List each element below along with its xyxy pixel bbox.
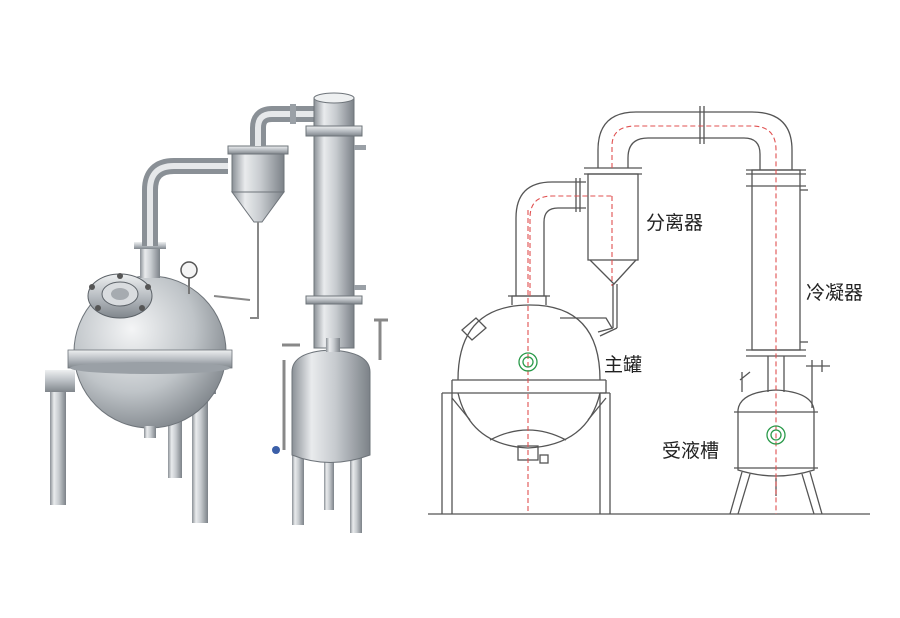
separator-label: 分离器 — [646, 212, 704, 234]
overhead-pipe-schematic — [597, 106, 793, 170]
main-tank-schematic — [441, 295, 613, 514]
flow-centerlines — [527, 125, 777, 514]
separator-condenser-pipe-photo — [250, 104, 316, 146]
vapor-pipe-photo — [142, 158, 228, 246]
condenser-photo — [305, 92, 366, 349]
condenser-schematic — [746, 169, 808, 392]
sight-glasses — [518, 352, 786, 445]
receiver-tank-photo — [272, 318, 388, 533]
condenser-label: 冷凝器 — [806, 282, 864, 304]
main-tank-sight-glass-icon — [518, 352, 538, 372]
separator-photo — [213, 145, 289, 319]
vapor-pipe-schematic — [515, 178, 586, 296]
receiver-sight-glass-icon — [766, 425, 786, 445]
receiver-tank-label: 受液槽 — [662, 440, 720, 462]
main-tank-legs — [45, 370, 216, 523]
separator-schematic — [584, 167, 642, 337]
main-tank-label: 主罐 — [604, 354, 643, 376]
